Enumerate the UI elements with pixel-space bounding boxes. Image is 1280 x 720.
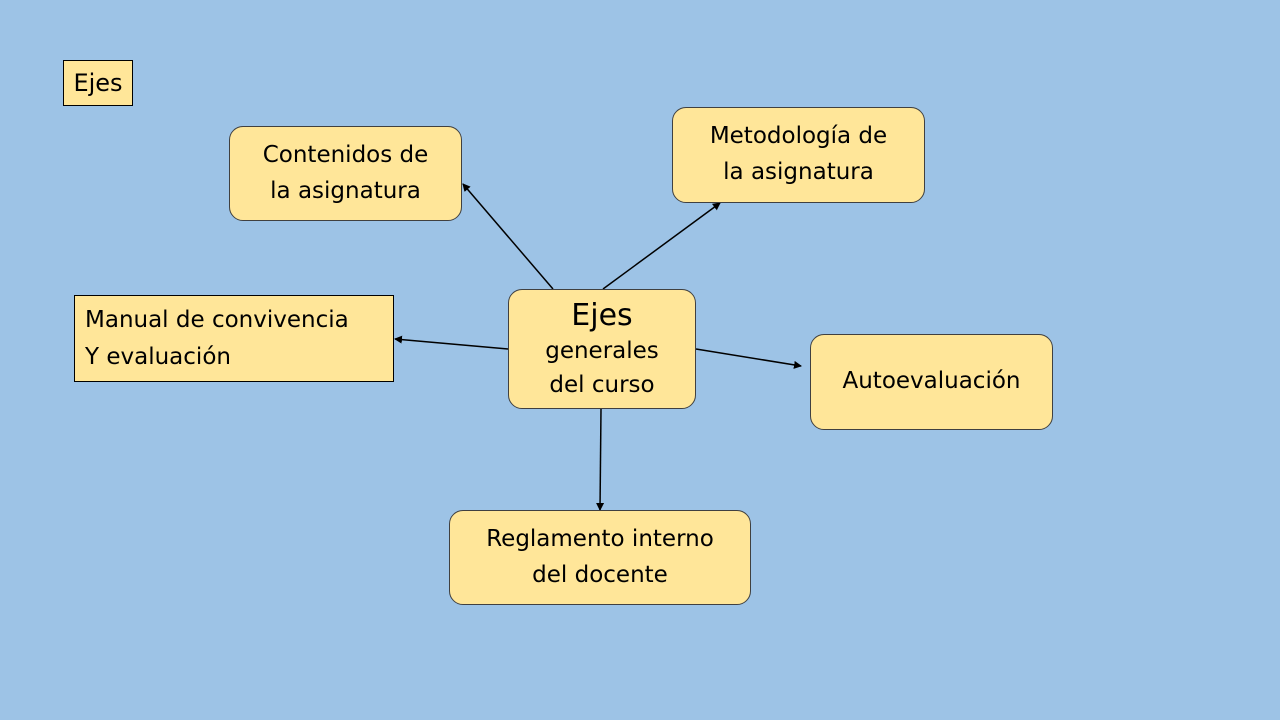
node-metodologia: Metodología de la asignatura	[672, 107, 925, 203]
arrow-to-contenidos	[462, 183, 554, 290]
node-autoevaluacion: Autoevaluación	[810, 334, 1053, 430]
center-title: Ejes	[571, 298, 633, 334]
arrow-to-manual	[394, 335, 509, 350]
corner-label: Ejes	[63, 60, 133, 106]
node-manual: Manual de convivencia Y evaluación	[74, 295, 394, 382]
center-subtitle: generales del curso	[545, 338, 659, 398]
node-reglamento: Reglamento interno del docente	[449, 510, 751, 605]
node-center: Ejes generales del curso	[508, 289, 696, 409]
arrow-to-autoevaluacion	[695, 348, 802, 369]
arrow-to-metodologia	[602, 202, 721, 290]
node-contenidos: Contenidos de la asignatura	[229, 126, 462, 221]
arrow-to-reglamento	[596, 408, 605, 511]
